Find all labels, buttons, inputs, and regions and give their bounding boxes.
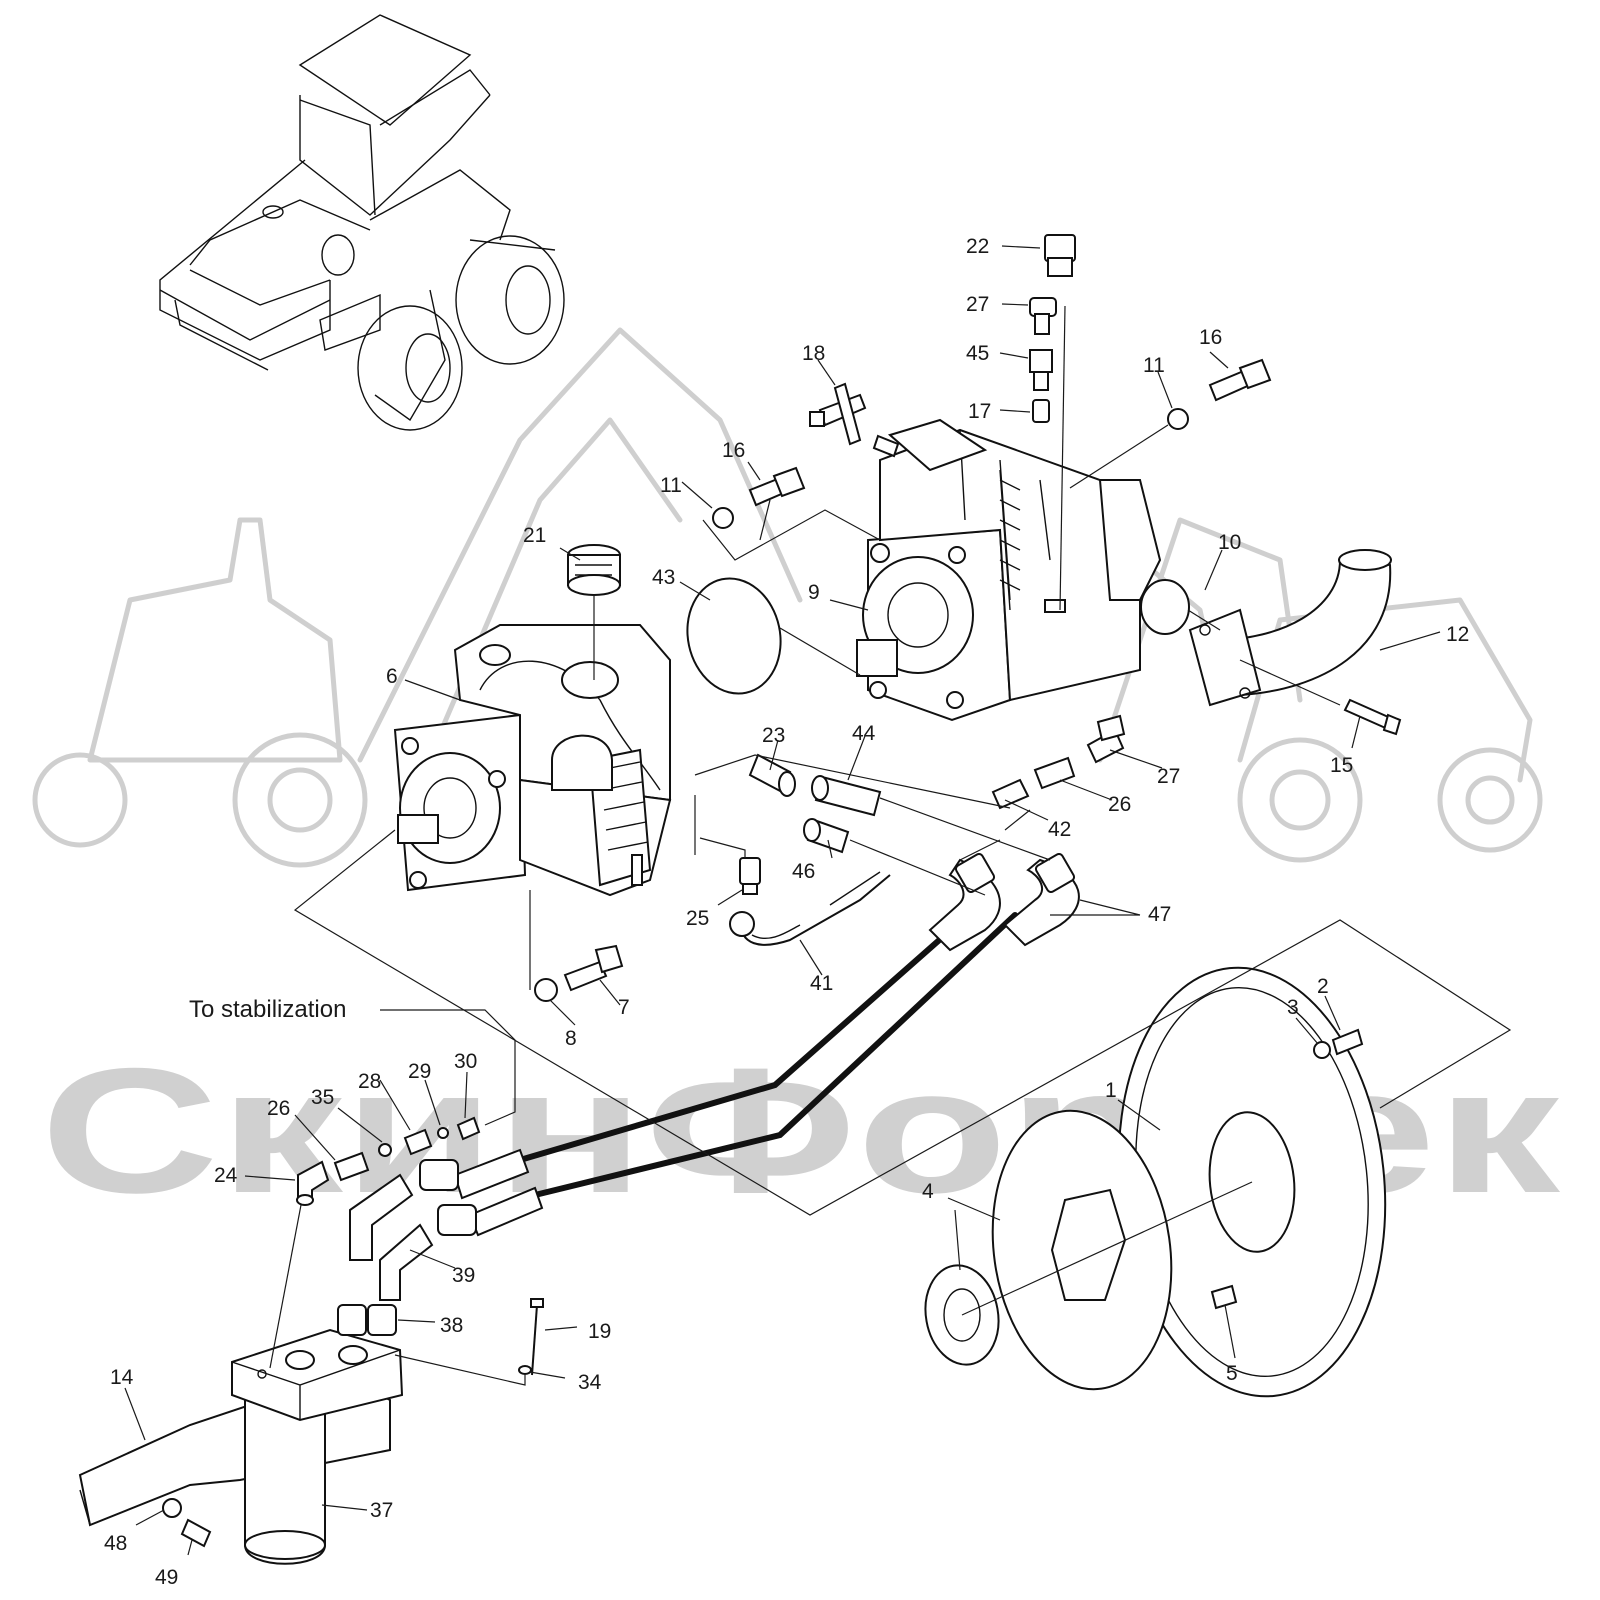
fitting-17[interactable] <box>1032 399 1050 423</box>
fitting-21[interactable] <box>567 544 621 596</box>
fitting-44[interactable] <box>811 775 882 817</box>
callout-39: 39 <box>452 1264 475 1287</box>
washer-11-left[interactable] <box>712 507 734 529</box>
callout-9: 9 <box>808 581 820 604</box>
callout-11-right: 11 <box>1143 354 1165 377</box>
callout-26-upper: 26 <box>1108 793 1131 816</box>
washer-48[interactable] <box>162 1498 182 1518</box>
callout-3: 3 <box>1287 996 1299 1019</box>
callout-49: 49 <box>155 1566 178 1589</box>
to-stabilization-label: To stabilization <box>189 996 346 1023</box>
callout-41: 41 <box>810 972 833 995</box>
fittings-26-35-28-29-30[interactable] <box>333 1116 481 1182</box>
callout-2: 2 <box>1317 975 1329 998</box>
fitting-42[interactable] <box>991 778 1030 810</box>
washer-3[interactable] <box>1313 1041 1331 1059</box>
callout-35: 35 <box>311 1086 334 1109</box>
callout-15: 15 <box>1330 754 1353 777</box>
sensor-27-right[interactable] <box>1086 714 1126 764</box>
callout-22: 22 <box>966 235 989 258</box>
callout-46: 46 <box>792 860 815 883</box>
callout-14: 14 <box>110 1366 134 1389</box>
callout-24: 24 <box>214 1164 238 1187</box>
callout-45: 45 <box>966 342 989 365</box>
hydraulic-motor-9[interactable] <box>856 418 1162 722</box>
callout-23: 23 <box>762 724 785 747</box>
fitting-46[interactable] <box>803 818 850 854</box>
coupling-disc-4[interactable] <box>975 1099 1188 1401</box>
washer-11-right[interactable] <box>1167 408 1189 430</box>
bolt-16-left[interactable] <box>748 466 806 507</box>
callout-47: 47 <box>1148 903 1171 926</box>
leader-sensor-27 <box>1059 305 1066 611</box>
fitting-26-upper[interactable] <box>1033 756 1076 790</box>
return-filter-37[interactable] <box>244 1394 326 1565</box>
washer-8[interactable] <box>534 978 558 1002</box>
callout-16-left: 16 <box>722 439 745 462</box>
hose-47-upper[interactable] <box>517 852 1080 1198</box>
elbows-39[interactable] <box>349 1173 434 1301</box>
adapter-45[interactable] <box>1029 349 1053 391</box>
callout-10: 10 <box>1218 531 1241 554</box>
bolt-19[interactable] <box>530 1298 544 1376</box>
callout-28: 28 <box>358 1070 381 1093</box>
hydraulic-pump-6[interactable] <box>393 624 672 897</box>
callout-26-lower: 26 <box>267 1097 290 1120</box>
washer-34[interactable] <box>518 1365 532 1375</box>
fitting-25[interactable] <box>739 857 761 895</box>
bolt-15[interactable] <box>1343 698 1402 736</box>
hose-41[interactable] <box>729 871 891 946</box>
callout-19: 19 <box>588 1320 611 1343</box>
callout-18: 18 <box>802 342 825 365</box>
callout-43: 43 <box>652 566 675 589</box>
filter-head-14[interactable] <box>231 1328 404 1422</box>
leader-elbow-24 <box>269 1204 302 1369</box>
callout-29: 29 <box>408 1060 431 1083</box>
bolt-16-right[interactable] <box>1208 358 1272 402</box>
callout-34: 34 <box>578 1371 602 1394</box>
callout-16-right: 16 <box>1199 326 1222 349</box>
bolt-2[interactable] <box>1331 1028 1364 1056</box>
callout-11-left: 11 <box>660 474 682 497</box>
elbow-24[interactable] <box>296 1160 330 1206</box>
callout-48: 48 <box>104 1532 127 1555</box>
bolt-49[interactable] <box>180 1518 212 1548</box>
callout-30: 30 <box>454 1050 477 1073</box>
adapters-38[interactable] <box>337 1304 397 1336</box>
callout-numbers: 22 27 45 17 18 16 11 16 11 21 43 9 10 12… <box>104 235 1469 1589</box>
callout-8: 8 <box>565 1027 577 1050</box>
callout-27-right: 27 <box>1157 765 1180 788</box>
callout-17: 17 <box>968 400 991 423</box>
bolt-5[interactable] <box>1210 1284 1238 1310</box>
fitting-22[interactable] <box>1044 234 1076 277</box>
callout-12: 12 <box>1446 623 1469 646</box>
suction-elbow-12[interactable] <box>1188 549 1392 707</box>
callout-1: 1 <box>1105 1079 1117 1102</box>
callout-4: 4 <box>922 1180 934 1203</box>
callout-5: 5 <box>1226 1362 1238 1385</box>
callout-42: 42 <box>1048 818 1071 841</box>
callout-25: 25 <box>686 907 709 930</box>
callout-38: 38 <box>440 1314 463 1337</box>
hose-47-lower-ends[interactable] <box>419 1148 544 1237</box>
callout-6: 6 <box>386 665 398 688</box>
callout-21: 21 <box>523 524 546 547</box>
callout-27-top: 27 <box>966 293 989 316</box>
callout-7: 7 <box>618 996 630 1019</box>
o-ring-10[interactable] <box>1140 579 1190 635</box>
leader-lines <box>124 245 1512 1556</box>
valve-23[interactable] <box>748 753 796 797</box>
sensor-27-top[interactable] <box>1029 297 1057 335</box>
bolt-7[interactable] <box>563 944 624 992</box>
tee-fitting-18[interactable] <box>809 382 900 458</box>
loader-vehicle-illustration <box>159 14 565 431</box>
callout-37: 37 <box>370 1499 393 1522</box>
callout-44: 44 <box>852 722 876 745</box>
o-ring-43[interactable] <box>677 570 791 703</box>
